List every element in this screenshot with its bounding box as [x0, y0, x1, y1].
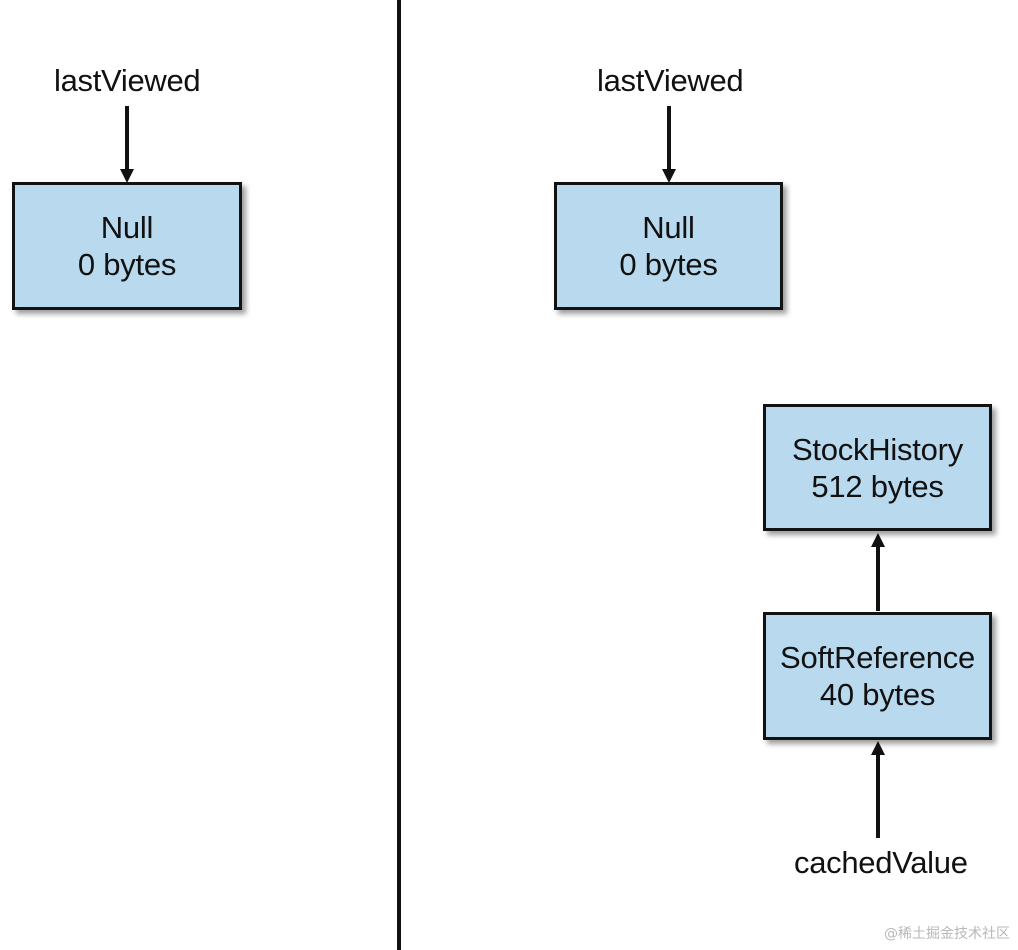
left-null-object-box: Null 0 bytes	[12, 182, 242, 310]
left-null-object-title: Null	[100, 210, 154, 245]
stock-history-title: StockHistory	[792, 431, 963, 467]
stock-history-object-box: StockHistory 512 bytes	[763, 404, 992, 531]
left-lastviewed-label: lastViewed	[54, 63, 201, 98]
cached-value-label: cachedValue	[794, 845, 968, 880]
watermark-text: @稀土掘金技术社区	[884, 926, 1010, 942]
right-null-object-title: Null	[642, 210, 695, 245]
soft-reference-title: SoftReference	[780, 640, 975, 675]
right-lastviewed-label: lastViewed	[597, 63, 744, 98]
soft-reference-size: 40 bytes	[819, 677, 936, 712]
right-null-object-size: 0 bytes	[619, 247, 718, 282]
stock-history-size: 512 bytes	[811, 468, 944, 504]
left-null-object-size: 0 bytes	[77, 247, 177, 282]
right-null-object-box: Null 0 bytes	[554, 182, 783, 310]
soft-reference-object-box: SoftReference 40 bytes	[763, 612, 992, 740]
